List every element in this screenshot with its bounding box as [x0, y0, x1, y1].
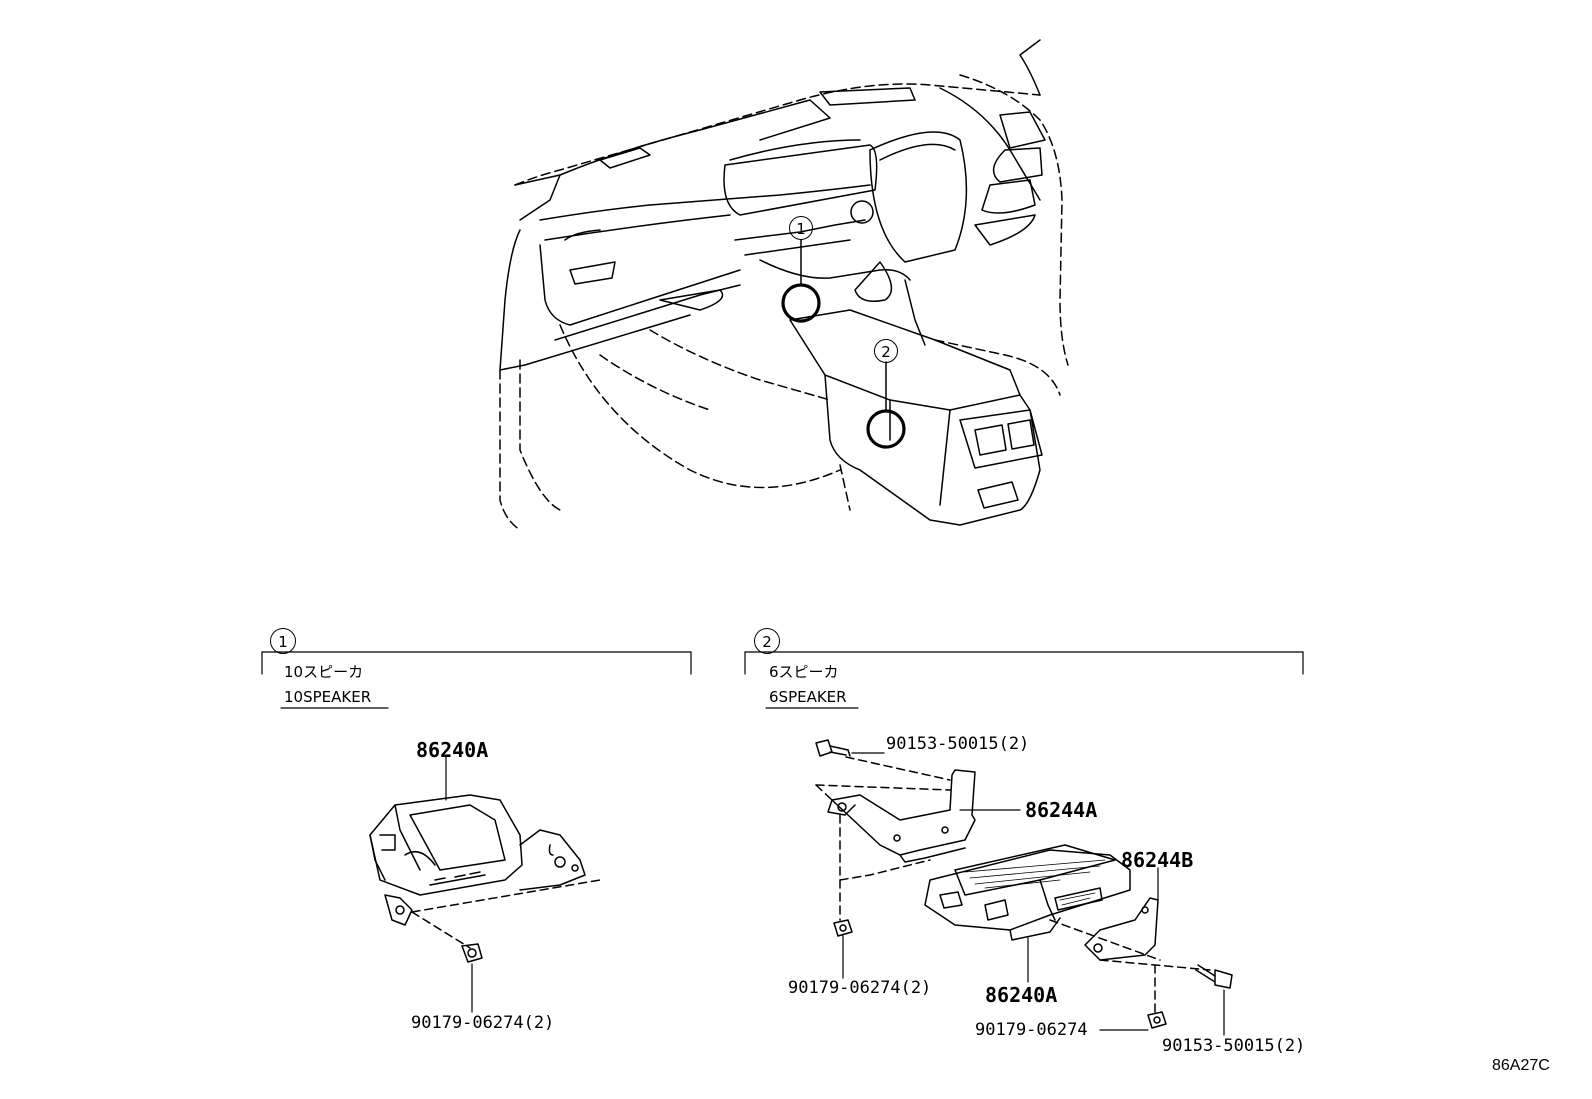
- overview-callout-lines: [781, 239, 906, 449]
- section-2-title-jp: 6スピーカ: [769, 663, 839, 681]
- section-2-number: 2: [754, 628, 780, 654]
- section-frame-1: [261, 651, 692, 709]
- part-label-86240A-s2[interactable]: 86240A: [985, 983, 1058, 1007]
- amplifier-86240A-section1-drawing: [369, 756, 601, 1013]
- section-2-title-en: 6SPEAKER: [769, 688, 847, 706]
- part-label-90179-06274-s2-bottom[interactable]: 90179-06274: [975, 1020, 1088, 1040]
- part-label-90179-06274-s2-left[interactable]: 90179-06274(2): [788, 978, 932, 998]
- dashboard-overview-drawing: [499, 39, 1069, 531]
- section-1-title-en: 10SPEAKER: [284, 688, 372, 706]
- section2-drawing: [815, 739, 1233, 1036]
- overview-callout-2: 2: [874, 339, 898, 363]
- part-label-86240A-s1[interactable]: 86240A: [416, 738, 489, 762]
- part-label-86244A[interactable]: 86244A: [1025, 798, 1098, 822]
- diagram-ref-code: 86A27C: [1492, 1057, 1550, 1074]
- section-1-number: 1: [270, 628, 296, 654]
- section-frame-2: [744, 651, 1304, 709]
- part-label-90179-06274-s1[interactable]: 90179-06274(2): [411, 1013, 555, 1033]
- section-1-title-jp: 10スピーカ: [284, 663, 364, 681]
- part-label-86244B[interactable]: 86244B: [1121, 848, 1194, 872]
- part-label-90153-50015-top[interactable]: 90153-50015(2): [886, 734, 1030, 754]
- overview-callout-1: 1: [789, 216, 813, 240]
- part-label-90153-50015-bottom[interactable]: 90153-50015(2): [1162, 1036, 1306, 1056]
